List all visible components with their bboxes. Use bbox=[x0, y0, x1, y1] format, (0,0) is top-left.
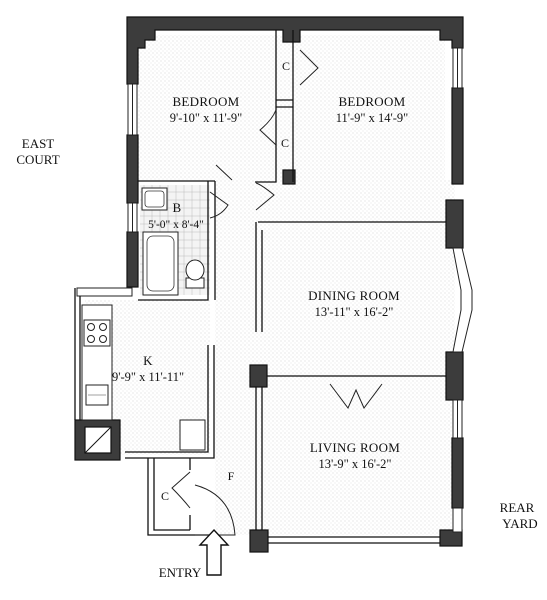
living-label: LIVING ROOM 13'-9" x 16'-2" bbox=[310, 440, 400, 471]
entry-label: ENTRY bbox=[159, 565, 202, 580]
dining-label: DINING ROOM 13'-11" x 16'-2" bbox=[308, 288, 400, 319]
kitchen-fixtures bbox=[81, 304, 206, 451]
east-court-line1: EAST bbox=[22, 136, 55, 151]
bath-fixtures bbox=[141, 187, 205, 296]
east-court-line2: COURT bbox=[16, 152, 59, 167]
bedroom-left-name: BEDROOM bbox=[172, 94, 239, 109]
bath-name: B bbox=[173, 200, 182, 215]
kitchen-name: K bbox=[143, 353, 153, 368]
windows bbox=[76, 47, 473, 533]
closet-top-label: C bbox=[282, 59, 290, 73]
dining-dims: 13'-11" x 16'-2" bbox=[315, 305, 394, 319]
bedroom-right-dims: 11'-9" x 14'-9" bbox=[336, 111, 409, 125]
exterior-walls bbox=[126, 16, 464, 553]
doors bbox=[171, 49, 383, 536]
dining-name: DINING ROOM bbox=[308, 288, 400, 303]
bedroom-left-label: BEDROOM 9'-10" x 11'-9" bbox=[170, 94, 243, 125]
chimney-block bbox=[74, 419, 121, 461]
closet-entry-label: C bbox=[161, 489, 169, 503]
kitchen-label: K 9'-9" x 11'-11" bbox=[112, 353, 184, 384]
living-dims: 13'-9" x 16'-2" bbox=[318, 457, 391, 471]
bedroom-left-dims: 9'-10" x 11'-9" bbox=[170, 111, 243, 125]
bath-label: B 5'-0" x 8'-4" bbox=[148, 200, 204, 231]
entry-arrow bbox=[198, 528, 230, 576]
floor-fill bbox=[85, 35, 455, 535]
kitchen-dims: 9'-9" x 11'-11" bbox=[112, 370, 184, 384]
rear-yard-line2: YARD bbox=[502, 516, 537, 531]
interior-walls bbox=[74, 30, 446, 544]
closet-mid-label: C bbox=[281, 136, 289, 150]
living-name: LIVING ROOM bbox=[310, 440, 400, 455]
bedroom-right-label: BEDROOM 11'-9" x 14'-9" bbox=[336, 94, 409, 125]
foyer-label: F bbox=[228, 469, 235, 483]
rear-yard-line1: REAR bbox=[500, 500, 535, 515]
bedroom-right-name: BEDROOM bbox=[338, 94, 405, 109]
bath-dims: 5'-0" x 8'-4" bbox=[148, 219, 204, 231]
